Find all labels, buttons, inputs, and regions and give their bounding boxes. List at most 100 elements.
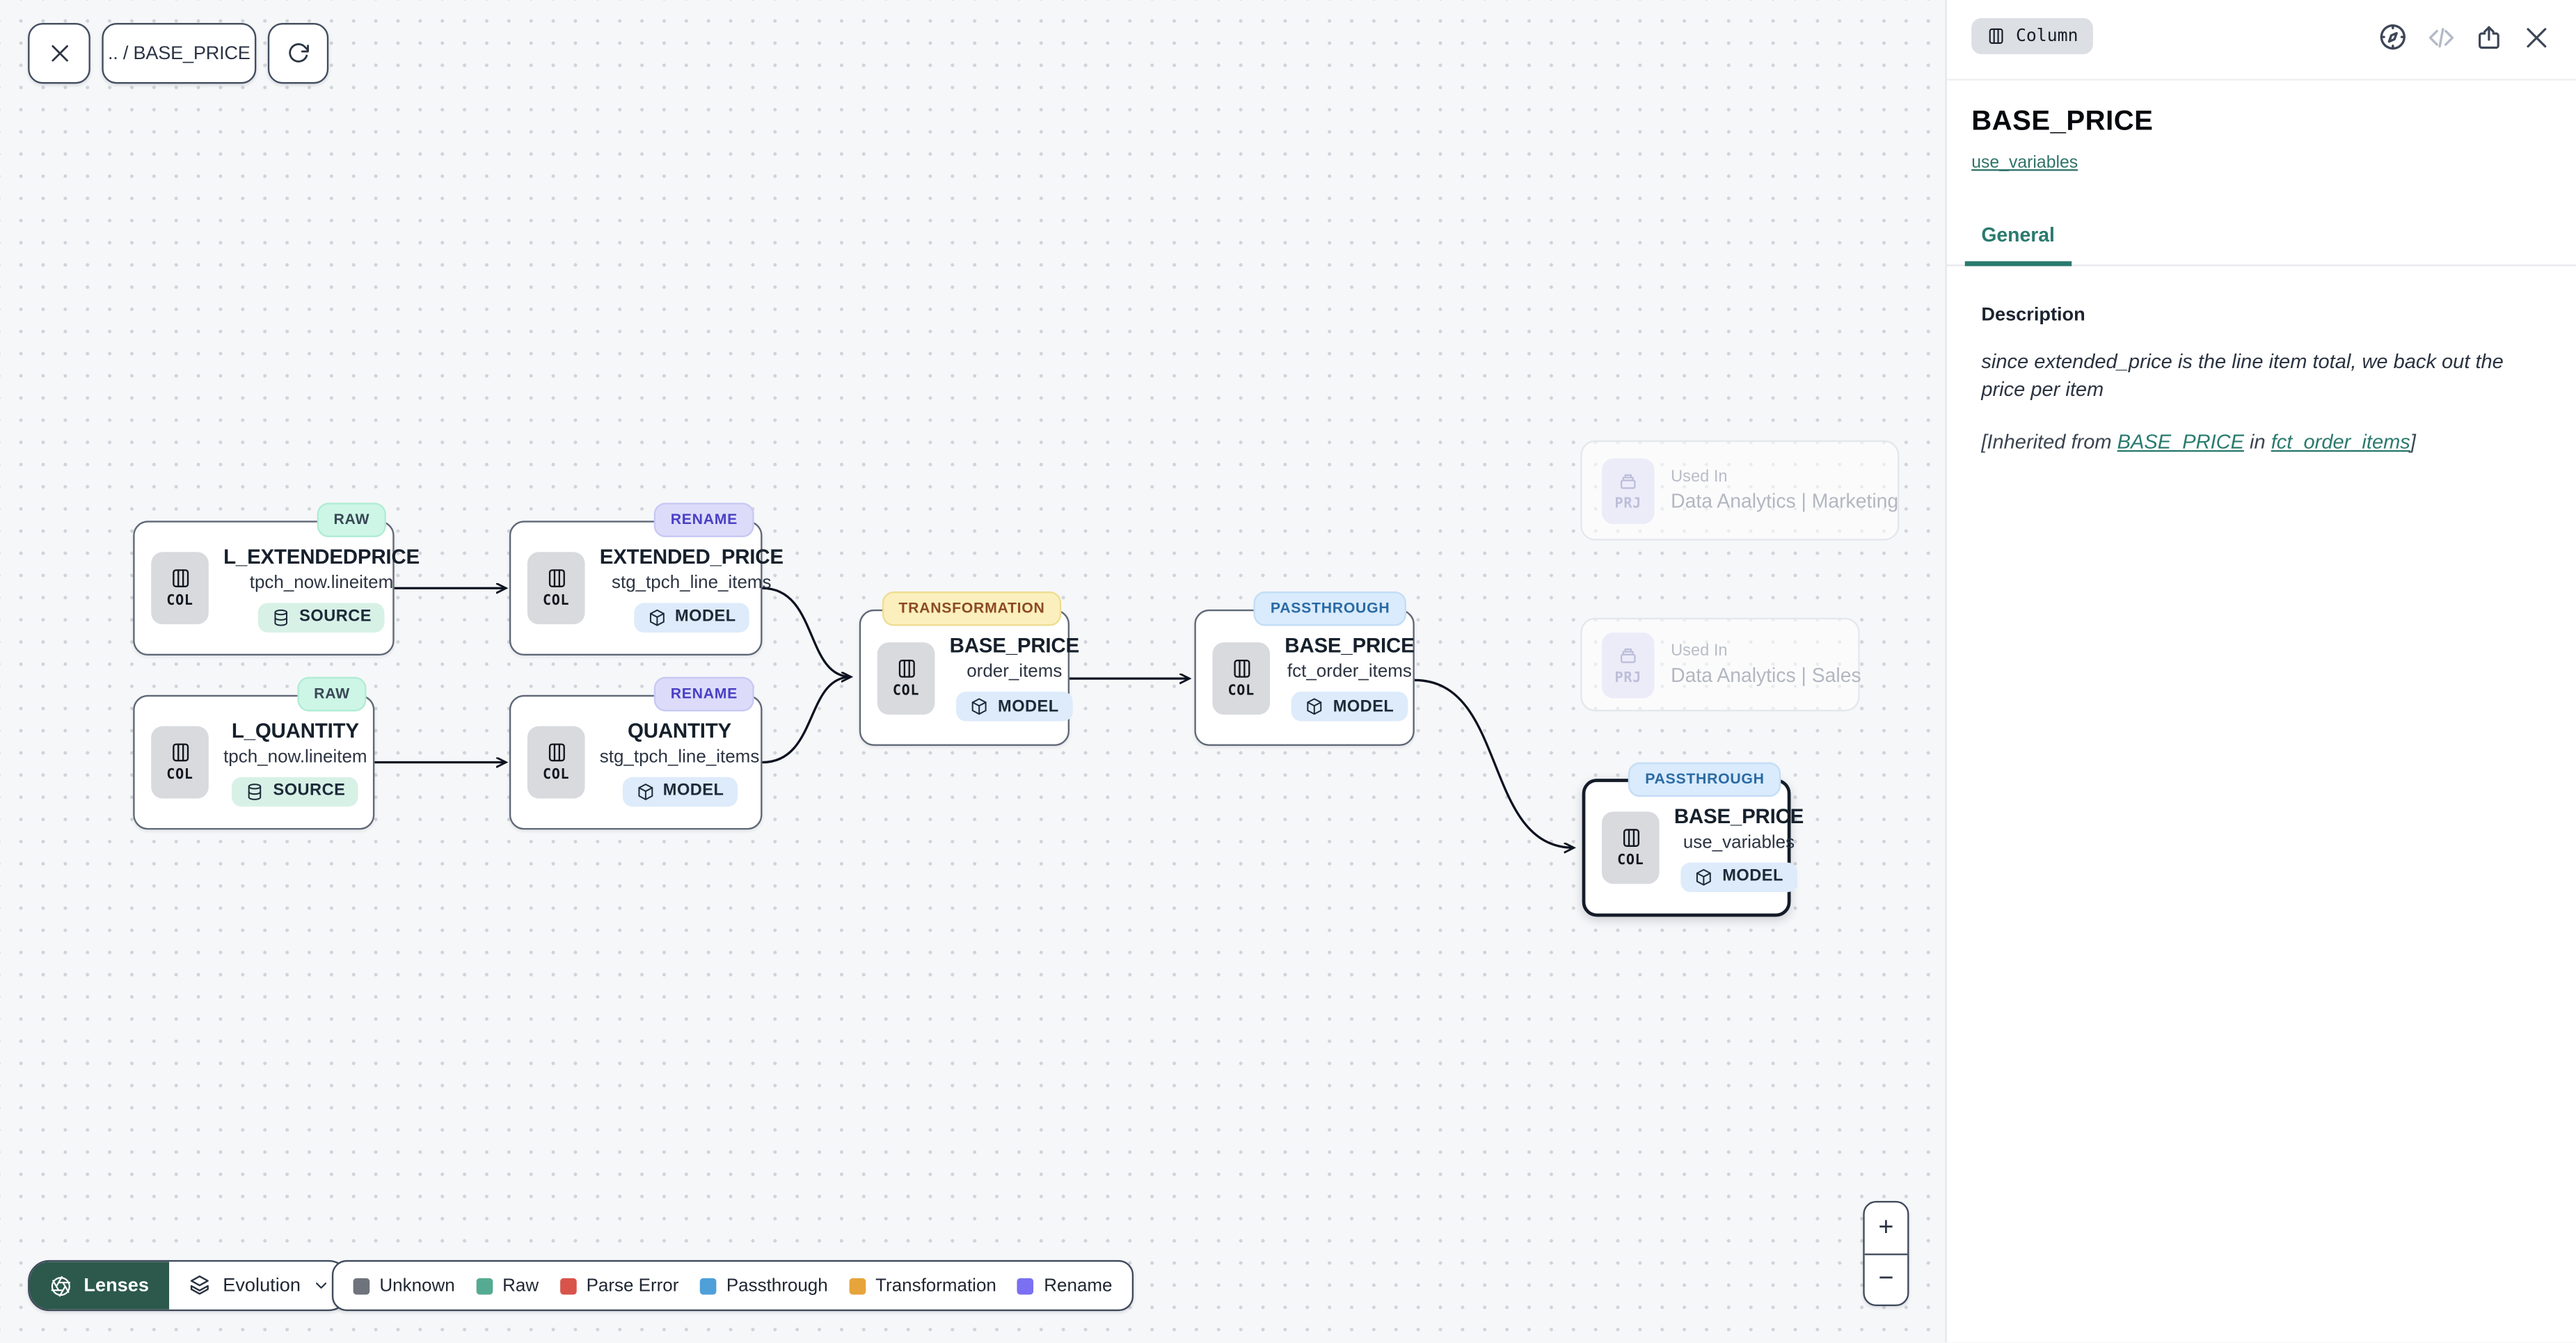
column-type-chip: COL: [151, 552, 209, 625]
database-icon: [248, 782, 262, 800]
close-lineage-button[interactable]: [28, 23, 90, 84]
lineage-node-extended-price[interactable]: RENAME COL EXTENDED_PRICE stg_tpch_line_…: [509, 502, 784, 656]
compass-icon[interactable]: [2377, 22, 2408, 53]
lenses-button[interactable]: Lenses: [29, 1262, 169, 1310]
columns-icon: [898, 658, 914, 677]
panel-title: BASE_PRICE: [1971, 105, 2154, 136]
description-text: since extended_price is the line item to…: [1981, 349, 2504, 402]
breadcrumb[interactable]: .. / BASE_PRICE: [102, 23, 257, 84]
layers-icon: [190, 1276, 208, 1295]
columns-icon: [172, 743, 189, 762]
node-title: BASE_PRICE: [1673, 804, 1804, 827]
selected-lens: Evolution: [223, 1276, 301, 1296]
project-type-chip: PRJ: [1601, 631, 1655, 698]
cube-icon: [1696, 868, 1712, 885]
node-subtitle: tpch_now.lineitem: [249, 572, 394, 593]
lineage-node-base-price-use-variables[interactable]: PASSTHROUGH COL BASE_PRICE use_variables…: [1582, 762, 1804, 917]
lens-badge: RENAME: [654, 676, 754, 712]
column-type-chip: COL: [527, 552, 585, 625]
zoom-controls: + −: [1863, 1200, 1909, 1306]
description-section: Description since extended_price is the …: [1947, 265, 2576, 454]
node-subtitle: order_items: [967, 662, 1063, 682]
lens-badge: PASSTHROUGH: [1628, 762, 1781, 797]
inherited-model-link[interactable]: fct_order_items: [2271, 430, 2410, 454]
columns-icon: [1989, 28, 2003, 45]
cube-icon: [649, 608, 665, 626]
inherited-note: [Inherited from BASE_PRICE in fct_order_…: [1981, 430, 2416, 454]
code-icon[interactable]: [2426, 22, 2456, 51]
legend-item: Parse Error: [559, 1276, 678, 1296]
node-subtitle: stg_tpch_line_items: [611, 572, 772, 593]
project-type-chip: PRJ: [1601, 457, 1655, 523]
legend-item: Transformation: [849, 1276, 996, 1296]
panel-tabs: General: [1946, 220, 2576, 267]
lineage-node-base-price-fct-order-items[interactable]: PASSTHROUGH COL BASE_PRICE fct_order_ite…: [1194, 591, 1415, 746]
lineage-node-l-extendedprice[interactable]: RAW COL L_EXTENDEDPRICE tpch_now.lineite…: [133, 502, 420, 656]
legend-item: Raw: [476, 1276, 539, 1296]
node-title: L_EXTENDEDPRICE: [223, 544, 420, 568]
used-in-node-sales[interactable]: PRJ Used In Data Analytics | Sales: [1580, 617, 1861, 712]
refresh-button[interactable]: [267, 23, 329, 84]
inherited-column-link[interactable]: BASE_PRICE: [2117, 430, 2244, 454]
kind-tag-source: SOURCE: [232, 776, 359, 806]
lineage-canvas[interactable]: .. / BASE_PRICE PRJ Used In Data Analyti…: [0, 0, 1946, 1343]
lens-badge: RAW: [317, 502, 386, 538]
node-subtitle: stg_tpch_line_items: [599, 747, 760, 767]
zoom-in-button[interactable]: +: [1864, 1202, 1908, 1254]
cube-icon: [1307, 698, 1323, 715]
entity-type-badge: Column: [1971, 17, 2093, 54]
breadcrumb-label: .. / BASE_PRICE: [107, 43, 251, 63]
used-in-name: Data Analytics | Marketing: [1671, 489, 1899, 513]
column-type-chip: COL: [527, 726, 585, 799]
columns-icon: [1622, 829, 1639, 847]
description-label: Description: [1981, 304, 2085, 325]
cube-icon: [972, 698, 987, 715]
archive-icon: [1620, 647, 1636, 662]
columns-icon: [548, 743, 564, 762]
lens-dropdown[interactable]: Evolution: [168, 1262, 349, 1310]
database-icon: [274, 608, 288, 626]
lens-controls: Lenses Evolution: [28, 1259, 350, 1312]
lineage-node-l-quantity[interactable]: RAW COL L_QUANTITY tpch_now.lineitem SOU…: [133, 676, 375, 830]
node-title: BASE_PRICE: [949, 634, 1079, 658]
legend-swatch: [476, 1277, 493, 1294]
model-link[interactable]: use_variables: [1971, 152, 2078, 173]
column-type-chip: COL: [877, 641, 935, 714]
columns-icon: [548, 569, 564, 587]
refresh-icon: [289, 43, 309, 63]
column-type-chip: COL: [1601, 811, 1660, 884]
legend-swatch: [353, 1277, 370, 1294]
columns-icon: [1233, 658, 1250, 677]
lens-badge: RAW: [297, 676, 367, 712]
lineage-node-base-price-order-items[interactable]: TRANSFORMATION COL BASE_PRICE order_item…: [859, 591, 1079, 746]
used-in-name: Data Analytics | Sales: [1671, 663, 1861, 687]
lens-badge: RENAME: [654, 502, 754, 538]
close-icon[interactable]: [2522, 22, 2551, 51]
panel-header: Column: [1946, 0, 2576, 81]
kind-tag-model: MODEL: [1291, 691, 1408, 722]
kind-tag-model: MODEL: [957, 691, 1072, 722]
legend-swatch: [849, 1277, 866, 1294]
legend-swatch: [1017, 1277, 1035, 1294]
aperture-icon: [51, 1275, 71, 1296]
edge: [762, 676, 852, 764]
share-icon[interactable]: [2474, 22, 2504, 51]
legend-item: Unknown: [353, 1276, 455, 1296]
lens-legend: Unknown Raw Parse Error Passthrough Tran…: [331, 1259, 1134, 1312]
kind-tag-model: MODEL: [1681, 861, 1797, 891]
column-type-chip: COL: [151, 726, 209, 799]
zoom-out-button[interactable]: −: [1864, 1253, 1908, 1305]
columns-icon: [172, 569, 189, 587]
node-title: BASE_PRICE: [1285, 634, 1415, 658]
cube-icon: [637, 782, 653, 800]
used-in-node-marketing[interactable]: PRJ Used In Data Analytics | Marketing: [1580, 440, 1900, 541]
legend-swatch: [559, 1277, 577, 1294]
lineage-node-quantity[interactable]: RENAME COL QUANTITY stg_tpch_line_items …: [509, 676, 763, 830]
lens-badge: TRANSFORMATION: [882, 591, 1062, 626]
used-in-label: Used In: [1671, 468, 1728, 486]
legend-swatch: [700, 1277, 717, 1294]
tab-general[interactable]: General: [1964, 223, 2072, 267]
chevron-down-icon: [315, 1282, 327, 1289]
node-title: QUANTITY: [628, 718, 732, 742]
kind-tag-model: MODEL: [621, 776, 738, 806]
